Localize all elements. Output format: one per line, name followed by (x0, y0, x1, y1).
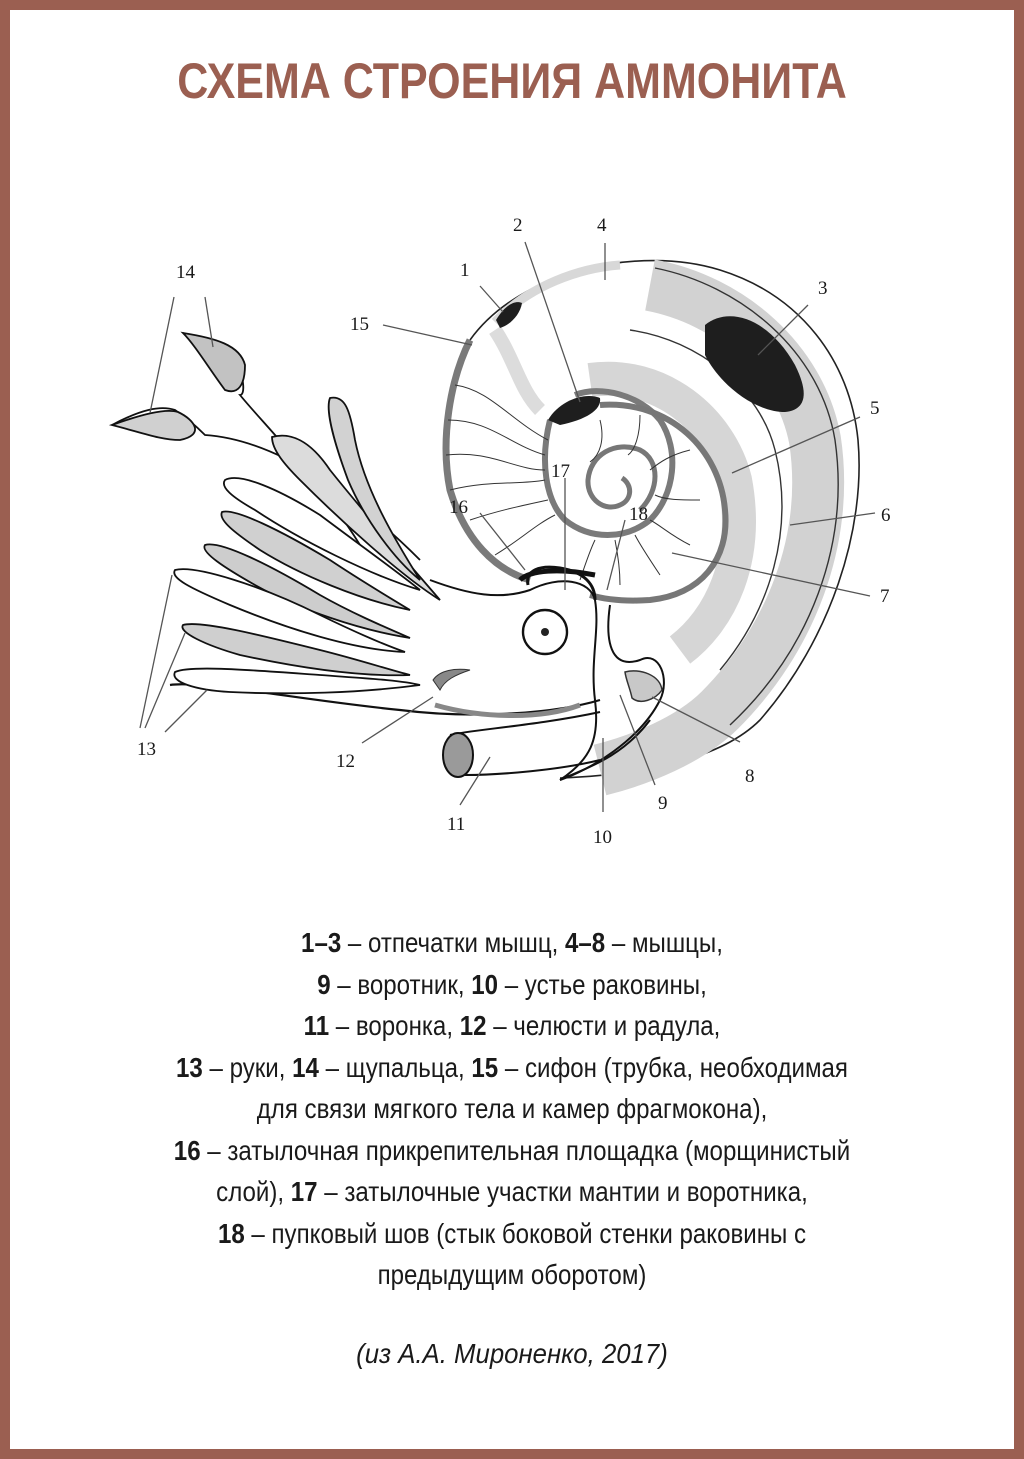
legend-text: предыдущим оборотом) (377, 1259, 647, 1290)
legend-key: 10 (471, 968, 499, 1000)
label-10: 10 (593, 827, 612, 848)
legend-text: слой), (216, 1176, 291, 1207)
legend-key: 9 (317, 968, 331, 1000)
arms (108, 331, 441, 695)
legend-text: для связи мягкого тела и камер фрагмокон… (256, 1093, 768, 1124)
legend-key: 16 (173, 1134, 201, 1166)
funnel-opening (442, 732, 474, 778)
label-3: 3 (818, 278, 828, 299)
legend-key: 11 (303, 1010, 330, 1041)
legend-line-7: слой), 17 – затылочные участки мантии и … (123, 1171, 900, 1213)
legend-text: – воротник, (330, 968, 472, 1000)
legend-text: – сифон (трубка, необходимая (498, 1051, 848, 1083)
legend-text: – отпечатки мышц, (341, 927, 566, 958)
legend-text: – устье раковины, (498, 968, 707, 1000)
label-2: 2 (513, 215, 523, 236)
legend-key: 1–3 (301, 927, 342, 958)
legend-text: – руки, (202, 1051, 293, 1083)
legend-text: – челюсти и радула, (486, 1010, 721, 1041)
label-14: 14 (176, 262, 196, 283)
legend-key: 4–8 (565, 927, 606, 958)
legend-key: 17 (290, 1176, 318, 1207)
label-7: 7 (880, 586, 890, 607)
legend-text: – затылочная прикрепительная площадка (м… (200, 1134, 851, 1166)
legend-key: 18 (217, 1217, 245, 1249)
legend-text: – мышцы, (605, 927, 723, 958)
jaw (432, 668, 471, 691)
leader-lines (139, 241, 876, 812)
legend: 1–3 – отпечатки мышц, 4–8 – мышцы, 9 – в… (123, 922, 900, 1296)
label-18: 18 (629, 504, 648, 525)
poster-title: СХЕМА СТРОЕНИЯ АММОНИТА (177, 53, 847, 109)
label-1: 1 (460, 260, 470, 281)
label-11: 11 (447, 814, 465, 835)
legend-key: 12 (459, 1010, 487, 1041)
label-5: 5 (870, 398, 880, 419)
legend-line-9: предыдущим оборотом) (123, 1254, 900, 1296)
muscle-8 (624, 670, 663, 702)
label-15: 15 (350, 314, 369, 335)
shell (442, 259, 860, 796)
legend-text: – затылочные участки мантии и воротника, (317, 1176, 808, 1207)
label-9: 9 (658, 793, 668, 814)
ammonite-diagram: 1 2 3 4 5 6 7 8 9 10 11 12 13 14 15 16 1… (0, 180, 1024, 880)
legend-text: – воронка, (329, 1010, 460, 1041)
legend-line-3: 11 – воронка, 12 – челюсти и радула, (123, 1005, 900, 1047)
legend-text: – щупальца, (318, 1051, 472, 1083)
legend-line-8: 18 – пупковый шов (стык боковой стенки р… (123, 1213, 900, 1255)
label-8: 8 (745, 766, 755, 787)
ammonite-illustration: 1 2 3 4 5 6 7 8 9 10 11 12 13 14 15 16 1… (108, 215, 891, 848)
legend-text: – пупковый шов (стык боковой стенки рако… (244, 1217, 807, 1249)
muscle-scar-1 (496, 302, 522, 328)
legend-line-2: 9 – воротник, 10 – устье раковины, (123, 964, 900, 1006)
legend-line-4: 13 – руки, 14 – щупальца, 15 – сифон (тр… (123, 1047, 900, 1089)
legend-line-6: 16 – затылочная прикрепительная площадка… (123, 1130, 900, 1172)
legend-line-5: для связи мягкого тела и камер фрагмокон… (123, 1088, 900, 1130)
label-13: 13 (137, 739, 156, 760)
legend-key: 13 (176, 1051, 203, 1083)
label-16: 16 (449, 497, 468, 518)
label-17: 17 (551, 461, 570, 482)
muscle-scar-3 (705, 316, 804, 412)
legend-key: 15 (471, 1051, 499, 1083)
label-4: 4 (597, 215, 607, 236)
legend-line-1: 1–3 – отпечатки мышц, 4–8 – мышцы, (123, 922, 900, 964)
label-6: 6 (881, 505, 891, 526)
citation: (из А.А. Мироненко, 2017) (356, 1338, 668, 1369)
legend-key: 14 (292, 1051, 319, 1083)
muscle-scar-2 (548, 396, 601, 425)
label-12: 12 (336, 751, 355, 772)
